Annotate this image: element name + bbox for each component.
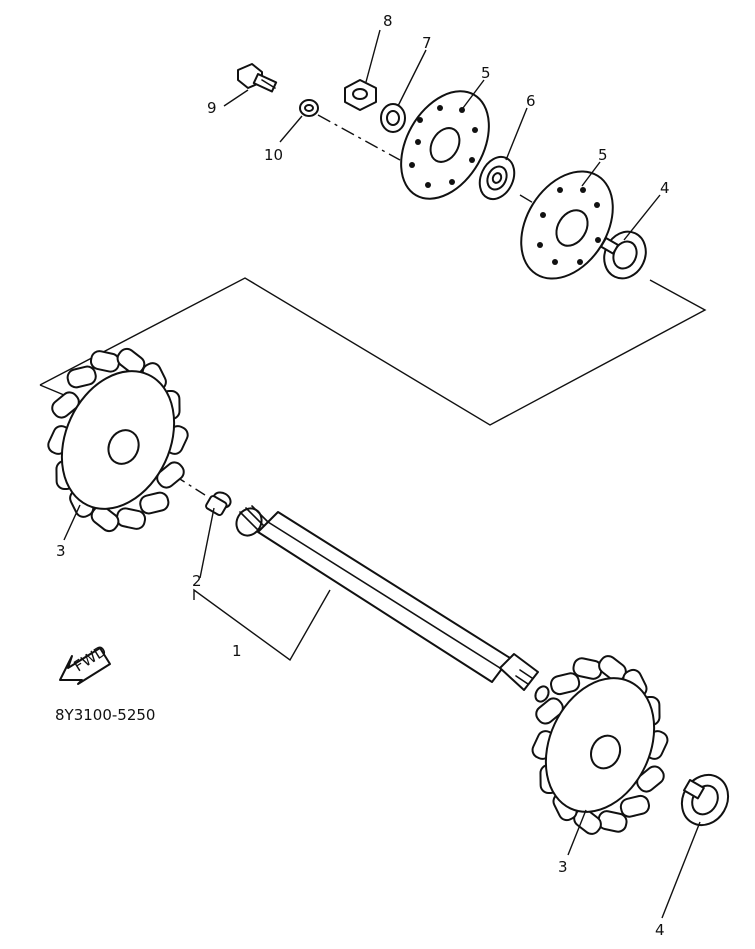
drive-shaft-part-1: [235, 505, 550, 703]
washer-part-10: [299, 99, 319, 117]
callout-labels: 8 7 5 6 5 4 9 10 3 2 1 3 4: [56, 12, 670, 939]
nut-part-8: [344, 79, 377, 111]
clamp-lower-part-4: [680, 773, 730, 827]
callout-5-upper: 5: [481, 64, 491, 82]
sprocket-right-tooth: [535, 697, 564, 725]
callout-3-right: 3: [558, 858, 568, 876]
sprocket-left-tooth: [115, 507, 147, 530]
callout-2: 2: [192, 572, 202, 590]
sprocket-right-part-3: [531, 655, 669, 835]
bearing-part-6: [478, 155, 516, 201]
sprocket-left-hub: [107, 429, 140, 465]
sprocket-right-tooth: [636, 765, 665, 793]
fwd-arrow-icon: FWD: [59, 642, 111, 685]
sprocket-left-tooth: [89, 350, 121, 373]
callout-4-lower: 4: [655, 921, 665, 939]
sprocket-right-tooth: [550, 672, 581, 696]
bolt-part-9: [237, 63, 278, 93]
callout-10: 10: [264, 146, 283, 164]
sprocket-left-tooth: [51, 391, 80, 419]
sprocket-right-hub: [590, 734, 622, 770]
callout-7: 7: [422, 34, 432, 52]
callout-6: 6: [526, 92, 536, 110]
callout-4-upper: 4: [660, 179, 670, 197]
sprocket-left-tooth: [66, 365, 97, 389]
sprocket-left-tooth: [156, 461, 185, 489]
clamp-upper-part-4: [600, 230, 647, 280]
diagram-code: 8Y3100-5250: [55, 706, 155, 724]
leader-lines: [63, 29, 701, 919]
sprocket-right-tooth: [619, 794, 650, 818]
pin-part-2: [205, 491, 232, 517]
lock-washer-part-7: [380, 103, 406, 133]
callout-1: 1: [232, 642, 242, 660]
callout-9: 9: [207, 99, 217, 117]
callout-8: 8: [383, 12, 393, 30]
flange-plate-upper-part-5: [400, 90, 490, 200]
callout-5-lower: 5: [598, 146, 608, 164]
sprocket-left-tooth: [139, 491, 170, 515]
sprocket-left-part-3: [47, 347, 189, 533]
flange-plate-lower-part-5: [520, 170, 614, 280]
callout-3-left: 3: [56, 542, 66, 560]
